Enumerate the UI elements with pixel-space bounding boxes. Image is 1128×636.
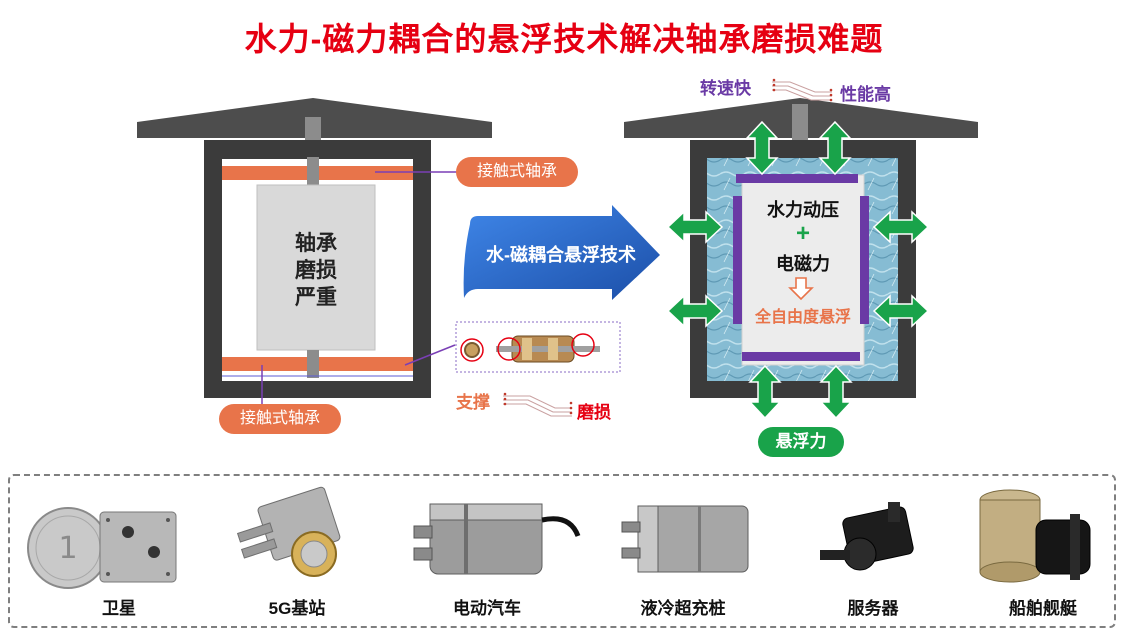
bearing-label-top: 接触式轴承 — [456, 157, 578, 187]
small-bearing-icon — [464, 342, 480, 358]
technology-arrow-label: 水-磁耦合悬浮技术 — [486, 245, 636, 265]
float-force-label: 悬浮力 — [758, 427, 844, 457]
ev-pump-icon — [413, 503, 581, 575]
left-shaft-mid — [307, 157, 319, 187]
purple-bearing-left — [733, 196, 742, 324]
right-rotor-block — [741, 174, 865, 366]
full-levitation-text: 全自由度悬浮 — [754, 309, 851, 326]
support-label: 支撑 — [456, 393, 490, 412]
app-label-5g-base-station: 5G基站 — [268, 599, 326, 618]
applications-panel: 1 卫星 5G基站 电动汽车 液冷超充桩 服 — [8, 474, 1116, 628]
purple-bearing-right — [860, 196, 869, 324]
base-station-pump-icon — [236, 486, 341, 577]
purple-bearing-bottom — [742, 352, 860, 361]
electromagnetic-text: 电磁力 — [776, 254, 830, 274]
left-shaft-bottom — [307, 350, 319, 378]
force-arrow-left-upper — [666, 210, 724, 244]
speed-callout — [772, 81, 832, 101]
leader-bottom-right — [404, 344, 456, 366]
force-arrow-top-right — [818, 120, 852, 176]
app-label-ships: 船舶舰艇 — [1009, 599, 1077, 618]
left-house — [137, 98, 492, 405]
levitation-diagram — [137, 78, 978, 420]
app-label-electric-vehicle: 电动汽车 — [453, 599, 521, 618]
plus-sign: + — [795, 220, 810, 247]
app-label-server: 服务器 — [847, 599, 899, 618]
performance-label: 性能高 — [840, 85, 891, 104]
force-arrow-right-upper — [872, 210, 930, 244]
speed-label: 转速快 — [700, 79, 751, 98]
force-arrow-top-left — [745, 120, 779, 176]
technology-arrow — [463, 205, 660, 300]
ship-pump-icon — [979, 489, 1091, 583]
hydro-pressure-text: 水力动压 — [767, 200, 839, 220]
purple-bearing-top — [736, 174, 858, 183]
wear-label: 磨损 — [577, 403, 611, 422]
satellite-pump-icon: 1 — [27, 507, 177, 589]
force-arrow-bottom-right — [819, 364, 853, 420]
server-pump-icon — [820, 502, 914, 571]
svg-text:1: 1 — [58, 531, 77, 566]
support-dots — [503, 392, 573, 415]
app-label-satellite: 卫星 — [102, 599, 136, 618]
force-arrows — [666, 120, 930, 420]
charging-pile-pump-icon — [621, 505, 749, 573]
force-arrow-left-lower — [666, 294, 724, 328]
rotor-wear-text: 轴承 磨损 严重 — [295, 232, 337, 309]
hollow-down-arrow — [788, 277, 814, 301]
force-arrow-bottom-left — [748, 364, 782, 420]
right-house — [624, 98, 978, 398]
left-rotor-block — [256, 184, 376, 351]
page-title: 水力-磁力耦合的悬浮技术解决轴承磨损难题 — [244, 21, 884, 57]
bearing-photo — [455, 321, 621, 373]
force-arrow-right-lower — [872, 294, 930, 328]
support-wear-callout — [503, 395, 572, 417]
bearing-label-bottom: 接触式轴承 — [219, 404, 341, 434]
app-label-liquid-cooling-charger: 液冷超充桩 — [640, 599, 726, 618]
